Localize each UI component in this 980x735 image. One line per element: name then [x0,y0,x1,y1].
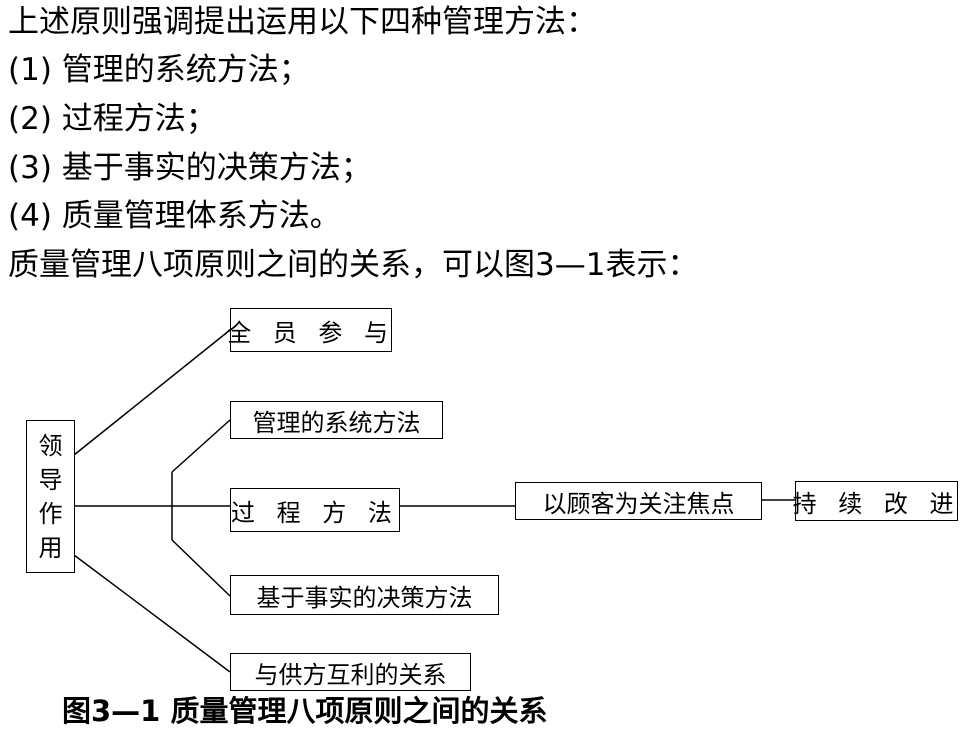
leader-char: 用 [38,533,63,562]
leader-char: 作 [38,499,63,528]
list-item: (3) 基于事实的决策方法； [8,150,372,186]
text-intro: 上述原则强调提出运用以下四种管理方法： [8,4,597,40]
leader-char: 领 [38,431,63,460]
connector-system-branch [171,419,231,473]
box-all-staff: 全 员 参 与 [227,308,392,352]
box-leadership: 领 导 作 用 [26,420,75,573]
list-item: (4) 质量管理体系方法。 [8,198,341,234]
list-item: (1) 管理的系统方法； [8,52,310,88]
connector-leader-supplier [73,554,231,673]
connector-fact-branch [171,539,231,597]
box-system-method: 管理的系统方法 [230,401,443,439]
relation-sentence: 质量管理八项原则之间的关系，可以图3—1表示： [8,247,699,283]
leader-char: 导 [38,465,63,494]
box-supplier-relation: 与供方互利的关系 [230,653,471,691]
box-continuous-improvement: 持 续 改 进 [793,481,958,521]
box-customer-focus: 以顾客为关注焦点 [515,482,762,520]
box-fact-based: 基于事实的决策方法 [230,575,499,615]
list-item: (2) 过程方法； [8,101,217,137]
connector-leader-all-staff [73,329,231,456]
box-process-method: 过 程 方 法 [230,488,400,532]
figure-caption: 图3—1 质量管理八项原则之间的关系 [62,694,548,728]
